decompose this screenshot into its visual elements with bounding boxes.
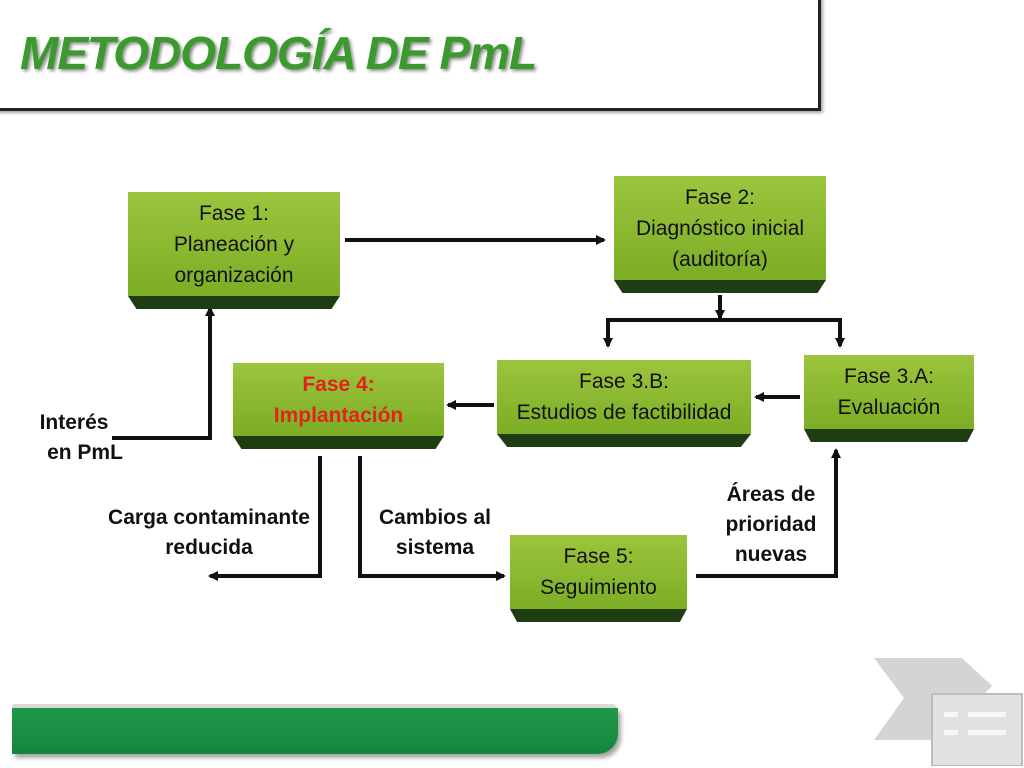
fase-3b-line-2: Estudios de factibilidad — [516, 401, 732, 424]
fase-5-line-1: Fase 5: — [563, 545, 634, 568]
fase-3b-box: Fase 3.B: Estudios de factibilidad — [497, 360, 751, 434]
arrow-fase4-to-fase5 — [358, 456, 506, 581]
fase-4-line-2: Implantación — [273, 403, 404, 427]
arrow-fase5-to-fase3a — [696, 448, 841, 578]
arrow-interes-to-fase1 — [112, 306, 215, 440]
page-title: METODOLOGÍA DE PmL — [20, 27, 537, 79]
label-carga: Carga contaminante reducida — [100, 503, 318, 563]
footer-band-highlight — [12, 704, 616, 710]
fase-3a-line-2: Evaluación — [837, 396, 941, 419]
fase-2-box: Fase 2: Diagnóstico inicial (auditoría) — [614, 176, 826, 280]
title-frame — [0, 0, 821, 111]
label-areas: Áreas de prioridad nuevas — [712, 480, 830, 570]
fase-5-box: Fase 5: Seguimiento — [510, 535, 687, 609]
label-cambios-line-1: Cambios al — [378, 506, 492, 529]
label-carga-line-2: reducida — [165, 536, 253, 559]
fase-1-line-1: Fase 1: — [198, 201, 270, 225]
fase-3b-line-1: Fase 3.B: — [579, 370, 669, 393]
label-cambios: Cambios al sistema — [368, 503, 502, 563]
label-interes-line-1: Interés — [39, 411, 109, 434]
label-interes: Interés en PmL — [24, 408, 124, 468]
label-carga-line-1: Carga contaminante — [108, 506, 310, 529]
fase-3a-line-1: Fase 3.A: — [844, 365, 934, 388]
arrow-split-fase3 — [606, 318, 842, 345]
fase-3a-box: Fase 3.A: Evaluación — [804, 355, 974, 429]
fase-2-line-3: (auditoría) — [672, 247, 768, 271]
fase-1-line-3: organización — [174, 263, 294, 287]
fase-1-line-2: Planeación y — [173, 232, 295, 256]
label-areas-line-1: Áreas de — [726, 483, 816, 506]
label-cambios-line-2: sistema — [395, 536, 475, 559]
label-interes-line-2: en PmL — [47, 441, 123, 464]
label-areas-line-3: nuevas — [734, 543, 808, 566]
fase-4-line-1: Fase 4: — [302, 372, 375, 396]
arrow-fase4-to-carga — [208, 456, 322, 581]
fase-2-line-1: Fase 2: — [684, 185, 756, 209]
label-areas-line-2: prioridad — [725, 513, 817, 536]
fase-4-box: Fase 4: Implantación — [233, 363, 444, 436]
footer-band — [12, 708, 618, 754]
slide-corner-icon — [874, 658, 1023, 766]
fase-2-line-2: Diagnóstico inicial — [635, 216, 805, 240]
fase-1-box: Fase 1: Planeación y organización — [128, 192, 340, 296]
fase-5-line-2: Seguimiento — [540, 576, 657, 599]
